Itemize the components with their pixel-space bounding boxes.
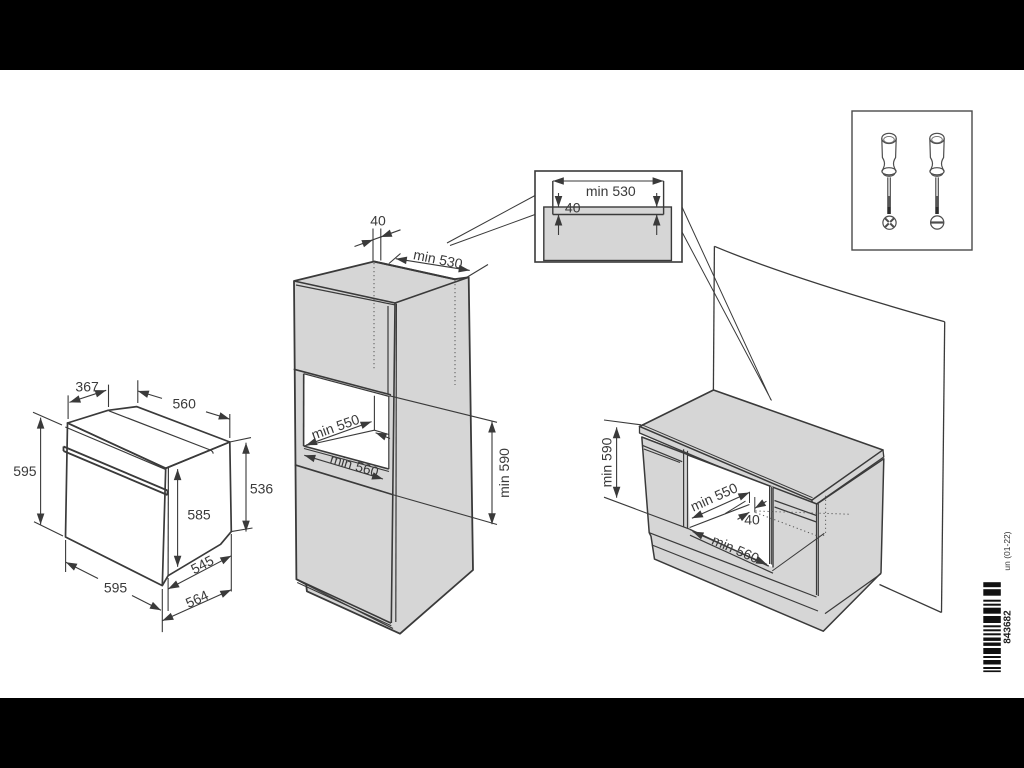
svg-text:40: 40 (370, 213, 386, 229)
svg-text:un (01-22): un (01-22) (1002, 531, 1012, 570)
svg-text:560: 560 (173, 395, 197, 411)
svg-text:585: 585 (187, 507, 211, 523)
svg-text:536: 536 (250, 481, 274, 497)
svg-text:40: 40 (565, 200, 581, 216)
svg-text:min 590: min 590 (496, 448, 512, 498)
svg-text:595: 595 (104, 580, 128, 596)
svg-text:min 530: min 530 (586, 183, 636, 199)
svg-text:40: 40 (744, 511, 760, 527)
svg-text:min 590: min 590 (599, 437, 615, 487)
svg-text:367: 367 (75, 379, 99, 395)
svg-text:595: 595 (13, 463, 37, 479)
svg-text:843682: 843682 (1003, 610, 1014, 644)
